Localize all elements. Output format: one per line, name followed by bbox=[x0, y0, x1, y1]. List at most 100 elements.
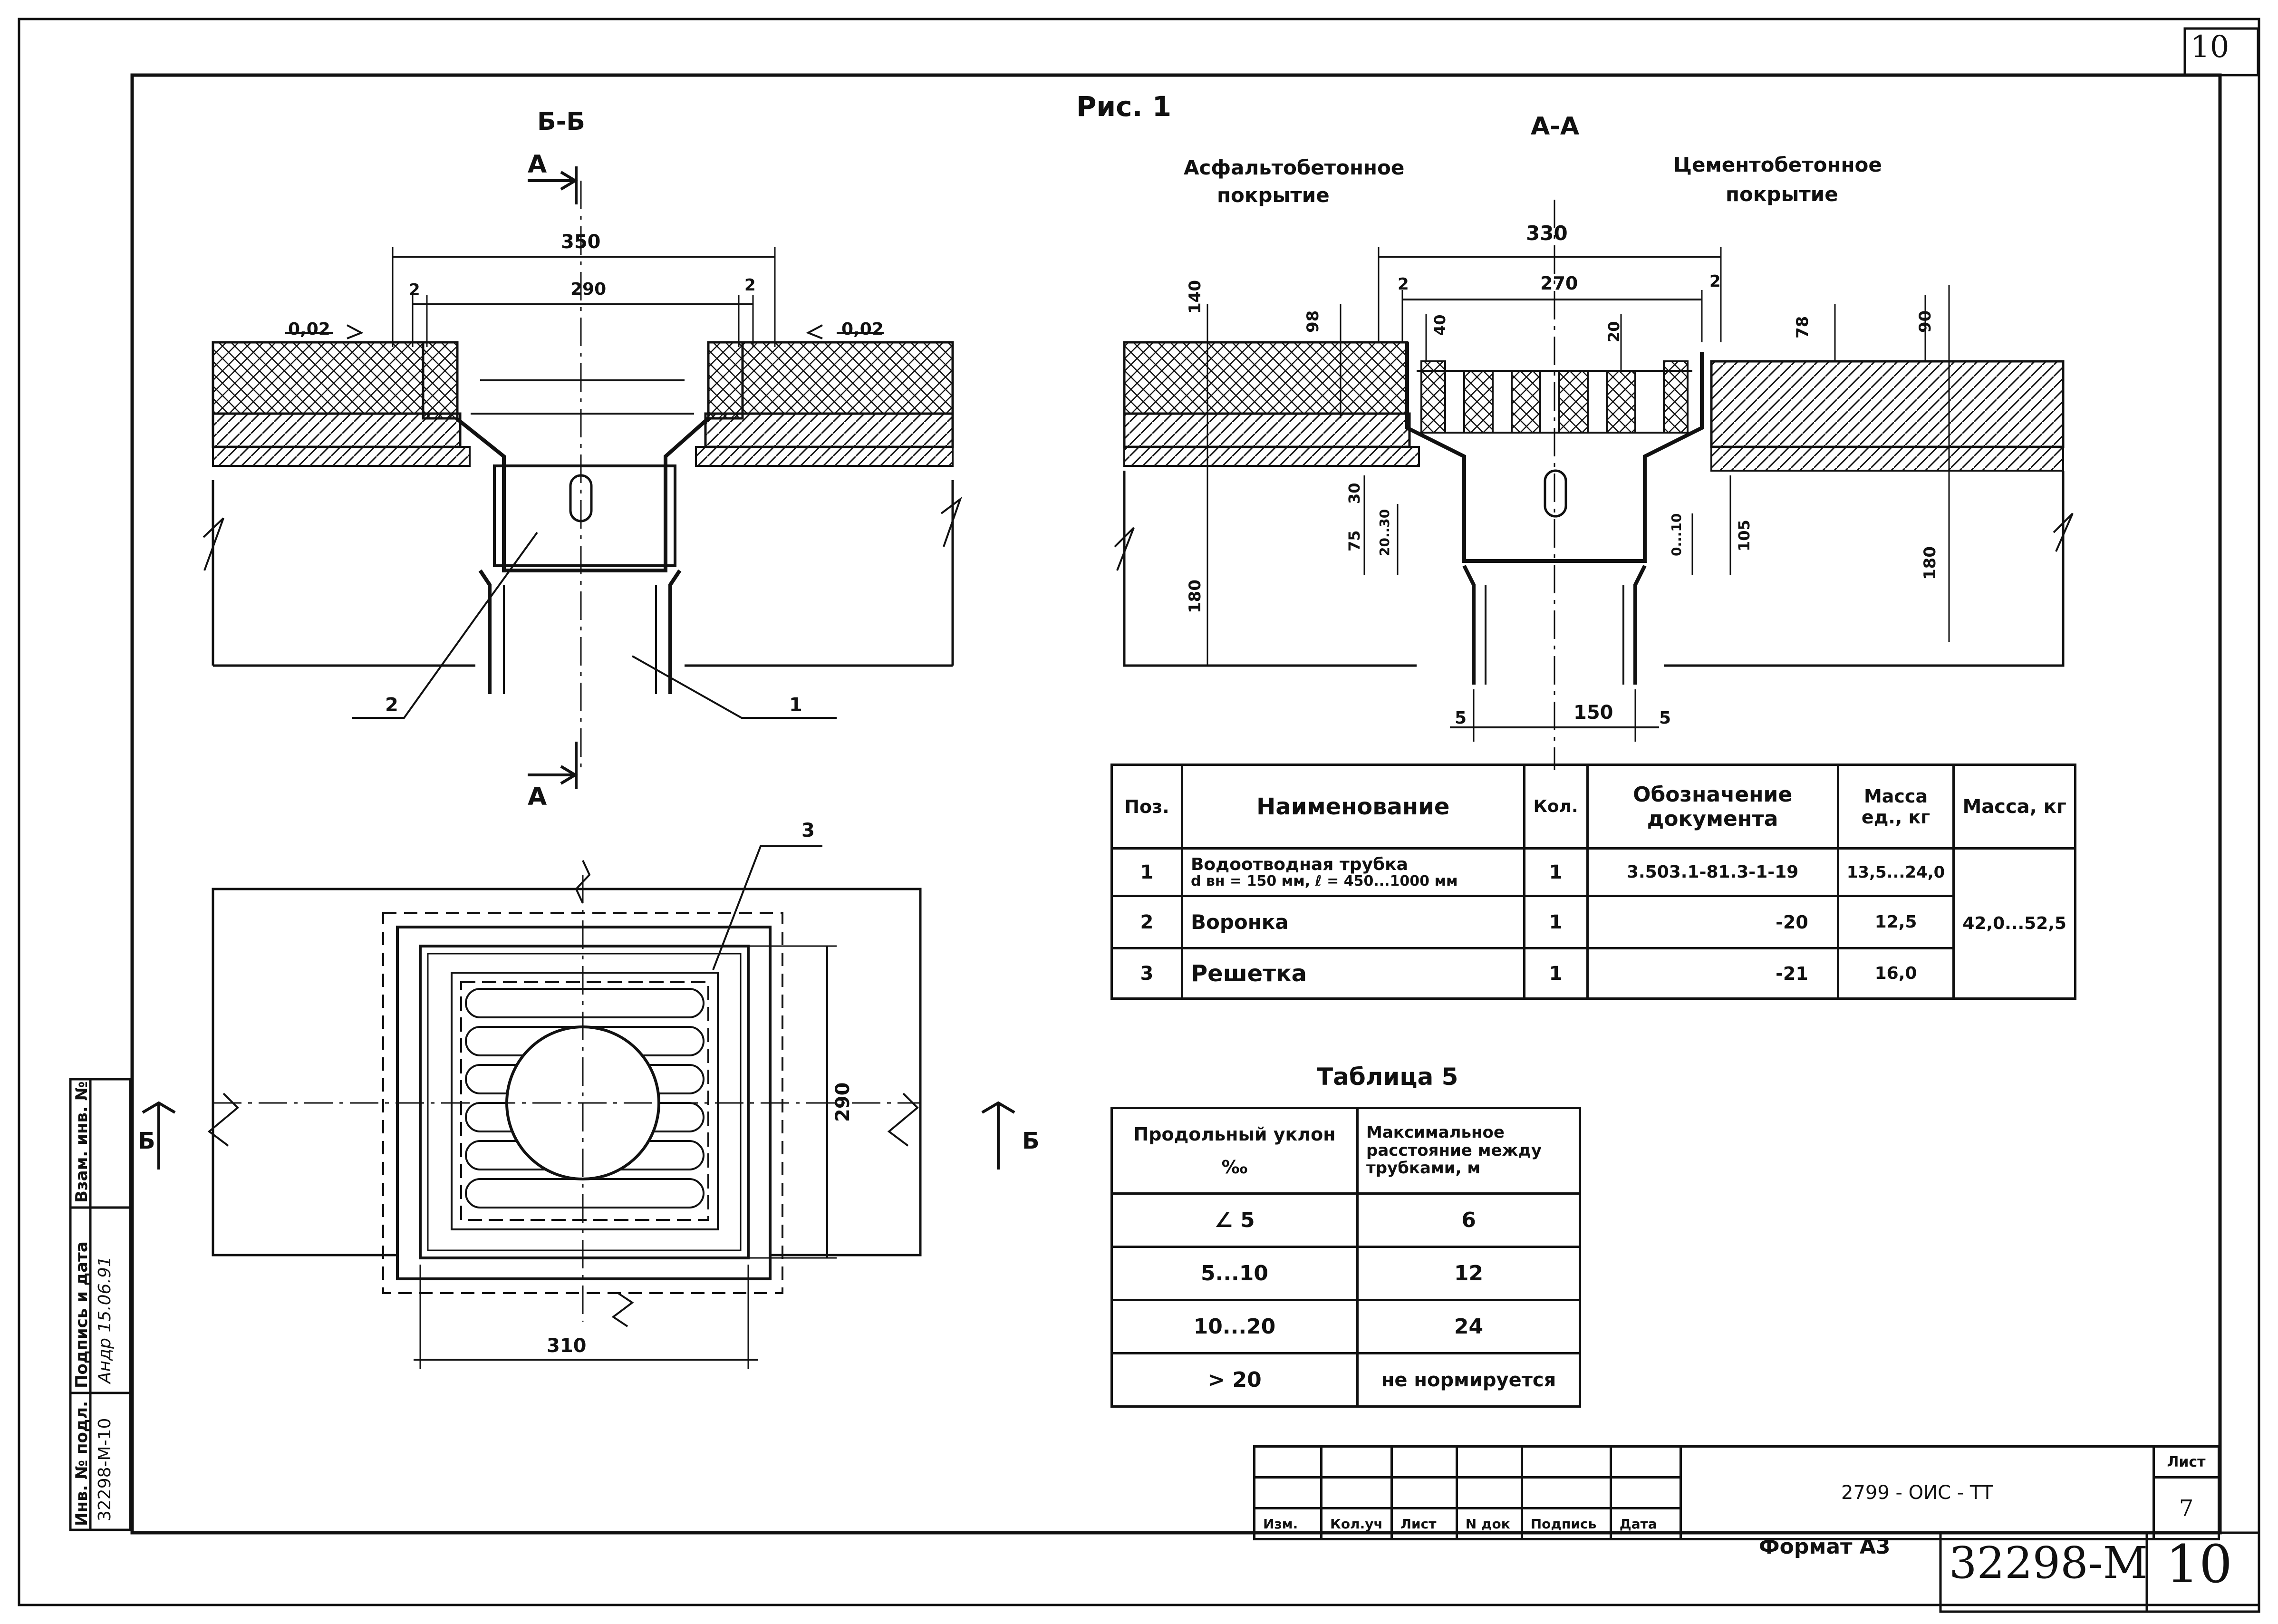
spec-row1-name-line2: d вн = 150 мм, ℓ = 450...1000 мм bbox=[1190, 872, 1458, 889]
stamp-col-doc: N док bbox=[1455, 1507, 1523, 1540]
slope-left: 0,02 bbox=[288, 319, 330, 339]
stamp-cell bbox=[1609, 1445, 1682, 1479]
stamp-cell bbox=[1320, 1476, 1393, 1509]
spec-row2-name: Воронка bbox=[1180, 895, 1525, 949]
table5-header-distance-line2: расстояние между bbox=[1366, 1141, 1542, 1160]
table5-header-slope-line1: Продольный уклон bbox=[1133, 1124, 1336, 1145]
cement-caption-1: Цементобетонное bbox=[1673, 153, 1882, 176]
table5-row: 5...10 12 bbox=[1110, 1246, 1581, 1301]
spec-header-mass: Масса, кг bbox=[1952, 764, 2076, 850]
dim-20: 20 bbox=[1605, 321, 1623, 342]
stamp-sheet-label: Лист bbox=[2153, 1445, 2220, 1479]
table5-row: > 20 не нормируется bbox=[1110, 1352, 1581, 1408]
spec-row3-doc: -21 bbox=[1586, 947, 1839, 1000]
side-stamp-inv: Инв. № подл. bbox=[72, 1401, 91, 1526]
table5-row2-distance: 12 bbox=[1356, 1246, 1581, 1301]
stamp-cell bbox=[1520, 1445, 1612, 1479]
table5-row1-distance: 6 bbox=[1356, 1192, 1581, 1248]
table5-title: Таблица 5 bbox=[1317, 1063, 1458, 1091]
stamp-cell bbox=[1253, 1445, 1322, 1479]
outer-frame bbox=[18, 18, 2260, 1606]
stamp-sheet-value: 7 bbox=[2153, 1476, 2220, 1540]
side-stamp-inv-value: 32298-М-10 bbox=[95, 1418, 115, 1521]
dim-40: 40 bbox=[1431, 314, 1449, 336]
spec-row1-doc: 3.503.1-81.3-1-19 bbox=[1586, 847, 1839, 897]
side-stamp-sign-value: Андр 15.06.91 bbox=[95, 1256, 115, 1383]
stamp-cell bbox=[1390, 1445, 1458, 1479]
spec-row2-mass-unit: 12,5 bbox=[1836, 895, 1955, 949]
sheet-number-bottom: 10 bbox=[2166, 1534, 2232, 1595]
dim-gap-left: 2 bbox=[409, 280, 420, 300]
stamp-cell bbox=[1455, 1445, 1523, 1479]
dim-140: 140 bbox=[1186, 280, 1205, 314]
table5: Продольный уклон ‰ Максимальное расстоян… bbox=[1110, 1107, 1581, 1408]
dim-20-30: 20..30 bbox=[1377, 509, 1392, 556]
leader-2-label: 2 bbox=[385, 694, 398, 716]
dim-290-section: 290 bbox=[570, 280, 607, 299]
stamp-cell bbox=[1390, 1476, 1458, 1509]
title-block: 2799 - ОИС - ТТ Лист 7 Изм. Кол.уч Лист … bbox=[1253, 1445, 2220, 1540]
spec-row3-pos: 3 bbox=[1110, 947, 1183, 1000]
dim-290-plan: 290 bbox=[832, 1082, 854, 1122]
slope-right: 0,02 bbox=[841, 319, 884, 339]
spec-mass-total: 42,0...52,5 bbox=[1952, 847, 2076, 1000]
leader-3-label: 3 bbox=[801, 820, 815, 841]
spec-header-qty: Кол. bbox=[1523, 764, 1589, 850]
dim-105: 105 bbox=[1735, 520, 1753, 551]
dim-98: 98 bbox=[1303, 310, 1322, 333]
table5-header-slope-line2: ‰ bbox=[1221, 1156, 1248, 1178]
section-aa-title: А-А bbox=[1531, 112, 1580, 141]
table5-row3-slope: 10...20 bbox=[1110, 1299, 1359, 1354]
stamp-col-sheet: Лист bbox=[1390, 1507, 1458, 1540]
table5-row2-slope: 5...10 bbox=[1110, 1246, 1359, 1301]
table5-header-distance-line1: Максимальное bbox=[1366, 1123, 1505, 1142]
spec-row2-doc: -20 bbox=[1586, 895, 1839, 949]
table5-row: ∠ 5 6 bbox=[1110, 1192, 1581, 1248]
table5-row4-slope: > 20 bbox=[1110, 1352, 1359, 1408]
stamp-col-date: Дата bbox=[1609, 1507, 1682, 1540]
dim-gap-right: 2 bbox=[744, 276, 756, 295]
dim-180-left: 180 bbox=[1186, 580, 1205, 613]
side-stamp-sign: Подпись и дата bbox=[72, 1241, 91, 1388]
dim-180-right: 180 bbox=[1921, 546, 1940, 580]
figure-label: Рис. 1 bbox=[1076, 90, 1172, 123]
stamp-cell bbox=[1253, 1476, 1322, 1509]
table5-header-distance: Максимальное расстояние между трубками, … bbox=[1356, 1107, 1581, 1195]
spec-row: 3 Решетка 1 -21 16,0 bbox=[1110, 947, 2075, 1000]
format-label: Формат А3 bbox=[1759, 1535, 1891, 1559]
stamp-col-sign: Подпись bbox=[1520, 1507, 1612, 1540]
sheet-number-top: 10 bbox=[2191, 29, 2230, 65]
asphalt-caption-2: покрытие bbox=[1217, 184, 1330, 207]
cement-caption-2: покрытие bbox=[1726, 183, 1838, 206]
specification-table: Поз. Наименование Кол. Обозначение докум… bbox=[1110, 764, 2076, 1000]
spec-row3-name: Решетка bbox=[1180, 947, 1525, 1000]
spec-row1-pos: 1 bbox=[1110, 847, 1183, 897]
dim-75: 75 bbox=[1345, 530, 1363, 551]
spec-header-doc: Обозначение документа bbox=[1586, 764, 1839, 850]
dim-wall-right: 5 bbox=[1659, 708, 1671, 728]
dim-150: 150 bbox=[1573, 702, 1613, 724]
side-stamp bbox=[69, 1078, 132, 1531]
stamp-cell bbox=[1520, 1476, 1612, 1509]
table5-header-distance-line3: трубками, м bbox=[1366, 1159, 1481, 1178]
spec-row3-mass-unit: 16,0 bbox=[1836, 947, 1955, 1000]
spec-row1-mass-unit: 13,5...24,0 bbox=[1836, 847, 1955, 897]
dim-0-10: 0...10 bbox=[1669, 513, 1684, 556]
dim-270: 270 bbox=[1540, 273, 1578, 294]
dim-78: 78 bbox=[1793, 316, 1812, 338]
dim-330: 330 bbox=[1526, 222, 1568, 245]
side-stamp-replace: Взам. инв. № bbox=[72, 1081, 91, 1203]
dim-aa-gap-right: 2 bbox=[1709, 272, 1721, 291]
dim-wall-left: 5 bbox=[1455, 708, 1467, 728]
spec-row1-name: Водоотводная трубка d вн = 150 мм, ℓ = 4… bbox=[1180, 847, 1525, 897]
spec-row: 2 Воронка 1 -20 12,5 bbox=[1110, 895, 2075, 949]
spec-row: 1 Водоотводная трубка d вн = 150 мм, ℓ =… bbox=[1110, 847, 2076, 1000]
dim-90: 90 bbox=[1916, 310, 1935, 333]
table5-row1-slope: ∠ 5 bbox=[1110, 1192, 1359, 1248]
asphalt-caption-1: Асфальтобетонное bbox=[1184, 156, 1405, 179]
section-bb-title: Б-Б bbox=[537, 107, 585, 136]
dim-aa-gap-left: 2 bbox=[1398, 275, 1409, 294]
spec-row1-name-line1: Водоотводная трубка bbox=[1190, 854, 1408, 874]
archive-number: 32298-М bbox=[1949, 1537, 2148, 1588]
